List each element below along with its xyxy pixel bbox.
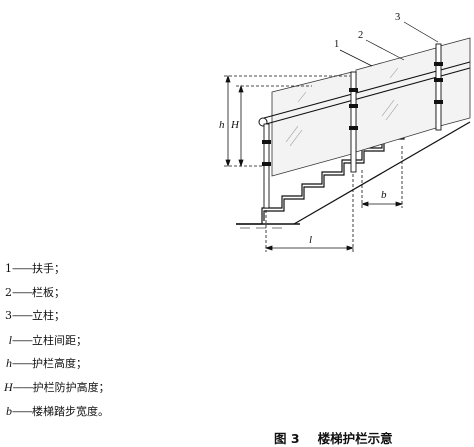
legend-dash: —— [12,404,33,418]
legend-item: 2——栏板； [4,285,110,309]
legend-text: 楼梯踏步宽度。 [32,404,109,418]
figure-caption: 图 3 楼梯护栏示意 [274,428,393,447]
leader-1 [339,49,373,67]
caption-number: 图 3 [274,431,300,446]
panel-clamp-3 [349,126,358,130]
legend-text: 立柱； [32,309,65,323]
legend-symbol: 2 [5,285,12,299]
legend-item: H——护栏防护高度； [4,379,110,403]
legend-dash: —— [12,357,33,371]
legend-symbol: l [8,332,12,347]
legend-symbol: h [6,356,12,371]
post-spacing-dimension [264,174,355,252]
leader-2 [365,39,405,61]
glass-panel-right [439,37,471,127]
glass-reflection-3 [381,99,395,117]
dim-l-arrow-right [346,245,355,251]
legend-text: 护栏防护高度； [32,380,110,394]
legend-text: 扶手； [32,262,65,275]
leader-3 [403,21,439,43]
callout-3: 3 [395,12,400,23]
legend-item: 3——立柱； [4,308,110,332]
dim-b-arrow-right [395,201,404,207]
legend-symbol: 1 [5,262,12,275]
legend-text: 护栏高度； [32,357,87,371]
dim-h-arrow-bottom [225,159,231,168]
glass-reflection-6 [389,67,399,79]
glass-panel-middle [355,47,437,153]
glass-reflection-2 [289,129,303,147]
dim-label-h: h [219,119,225,131]
legend-item: h——护栏高度； [4,355,110,379]
panel-clamp-5 [434,78,443,82]
callout-leaders [339,21,439,67]
tread-width-dimension [360,146,404,208]
dim-h-arrow-top [225,74,231,83]
callout-2: 2 [358,30,363,41]
glass-panel-left [271,71,353,177]
posts [262,43,443,209]
legend-symbol: b [6,403,12,418]
glass-panels [271,37,471,177]
stair-slab-underside [293,121,471,225]
panel-clamp-1 [349,88,358,92]
dim-label-l: l [309,234,312,246]
dim-H-arrow-top [238,84,244,93]
legend-dash: —— [12,309,33,323]
panel-clamp-2 [349,104,358,108]
legend-symbol: 3 [5,309,12,323]
dim-l-arrow-left [264,245,273,251]
legend-dash: —— [12,380,34,394]
legend-item: l——立柱间距； [4,332,110,356]
legend-text: 栏板； [32,285,65,299]
glass-reflection-1 [285,125,299,143]
glass-reflection-4 [385,103,399,121]
legend-item: 1——扶手； [4,261,110,285]
legend: 1——扶手；2——栏板；3——立柱；l——立柱间距；h——护栏高度；H——护栏防… [4,261,110,426]
dim-label-b: b [381,189,387,201]
height-dimensions [224,74,350,168]
post-middle [350,71,357,173]
panel-clamp-6 [434,100,443,104]
caption-title: 楼梯护栏示意 [317,431,393,446]
dim-H-arrow-bottom [238,159,244,168]
legend-symbol: H [4,379,13,394]
panel-clamp-4 [434,62,443,66]
legend-dash: —— [12,262,33,275]
glass-reflection-5 [297,91,307,103]
dim-b-arrow-left [360,201,369,207]
panel-clamp-8 [262,162,271,166]
callout-1: 1 [334,39,339,50]
legend-dash: —— [12,333,33,347]
dim-label-H: H [230,119,240,131]
legend-dash: —— [12,285,33,299]
legend-item: b——楼梯踏步宽度。 [4,403,110,427]
legend-text: 立柱间距； [32,333,87,347]
post-right [435,43,442,131]
panel-clamp-7 [262,140,271,144]
